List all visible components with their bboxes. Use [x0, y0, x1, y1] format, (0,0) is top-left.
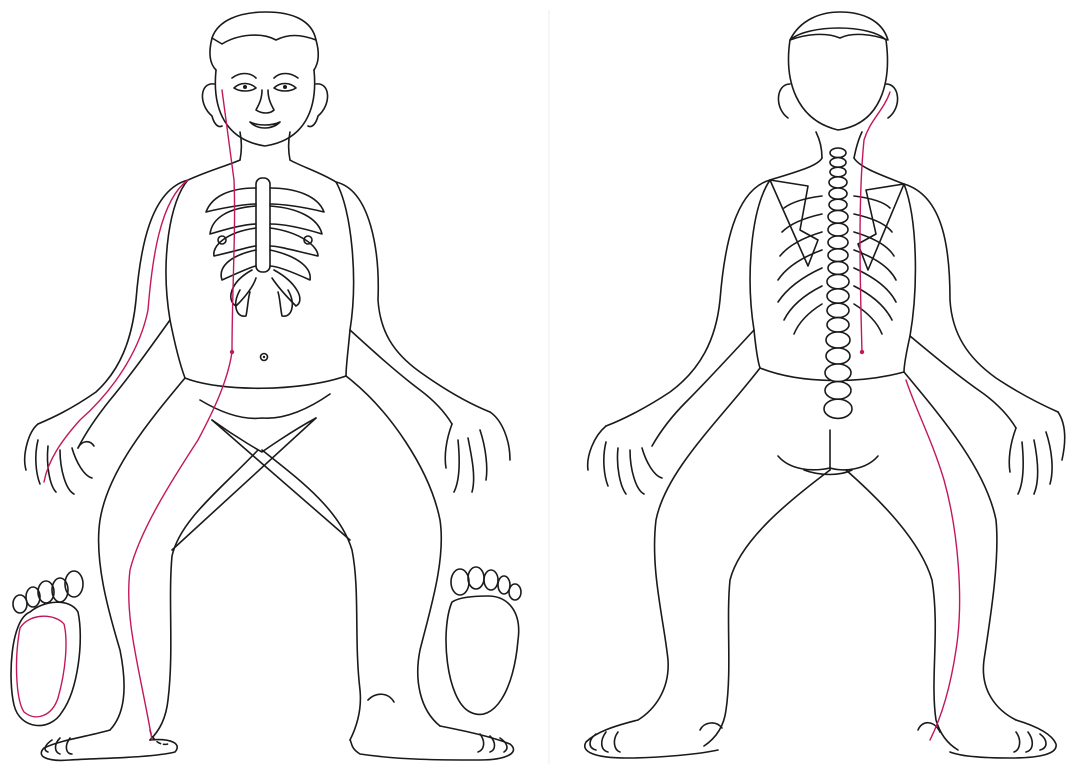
back-meridian-point: [860, 350, 864, 354]
back-head: [778, 12, 897, 158]
vertebra: [828, 223, 848, 236]
back-view: [585, 12, 1065, 758]
back-legs: [585, 368, 1056, 758]
back-spine-meridian: [860, 92, 890, 352]
vertebra: [827, 318, 849, 332]
vertebra: [830, 148, 846, 158]
vertebra: [829, 199, 847, 210]
vertebra: [827, 274, 849, 288]
vertebra: [824, 399, 852, 418]
vertebra: [827, 303, 849, 317]
vertebra: [830, 167, 846, 177]
vertebra: [828, 262, 848, 275]
left-sole: [11, 571, 83, 726]
front-meridian-point: [230, 350, 234, 354]
vertebra: [829, 177, 847, 188]
vertebra: [830, 158, 846, 168]
back-leg-meridian: [906, 380, 960, 740]
front-arm-meridian: [44, 180, 188, 482]
front-ribcage: [206, 178, 324, 316]
spine: [824, 148, 852, 418]
front-view: [11, 12, 521, 760]
vertebra: [825, 364, 851, 382]
front-head: [202, 12, 327, 160]
vertebra: [828, 249, 848, 262]
vertebra: [826, 348, 850, 364]
vertebra: [829, 188, 847, 199]
vertebra: [827, 289, 849, 303]
vertebra: [826, 332, 850, 348]
right-sole: [446, 567, 521, 714]
vertebra: [825, 382, 851, 400]
front-meridian: [44, 90, 235, 740]
front-legs: [41, 376, 513, 760]
vertebra: [828, 210, 848, 223]
sole-meridian: [17, 616, 66, 717]
front-pelvis: [172, 376, 350, 550]
vertebra: [828, 236, 848, 249]
